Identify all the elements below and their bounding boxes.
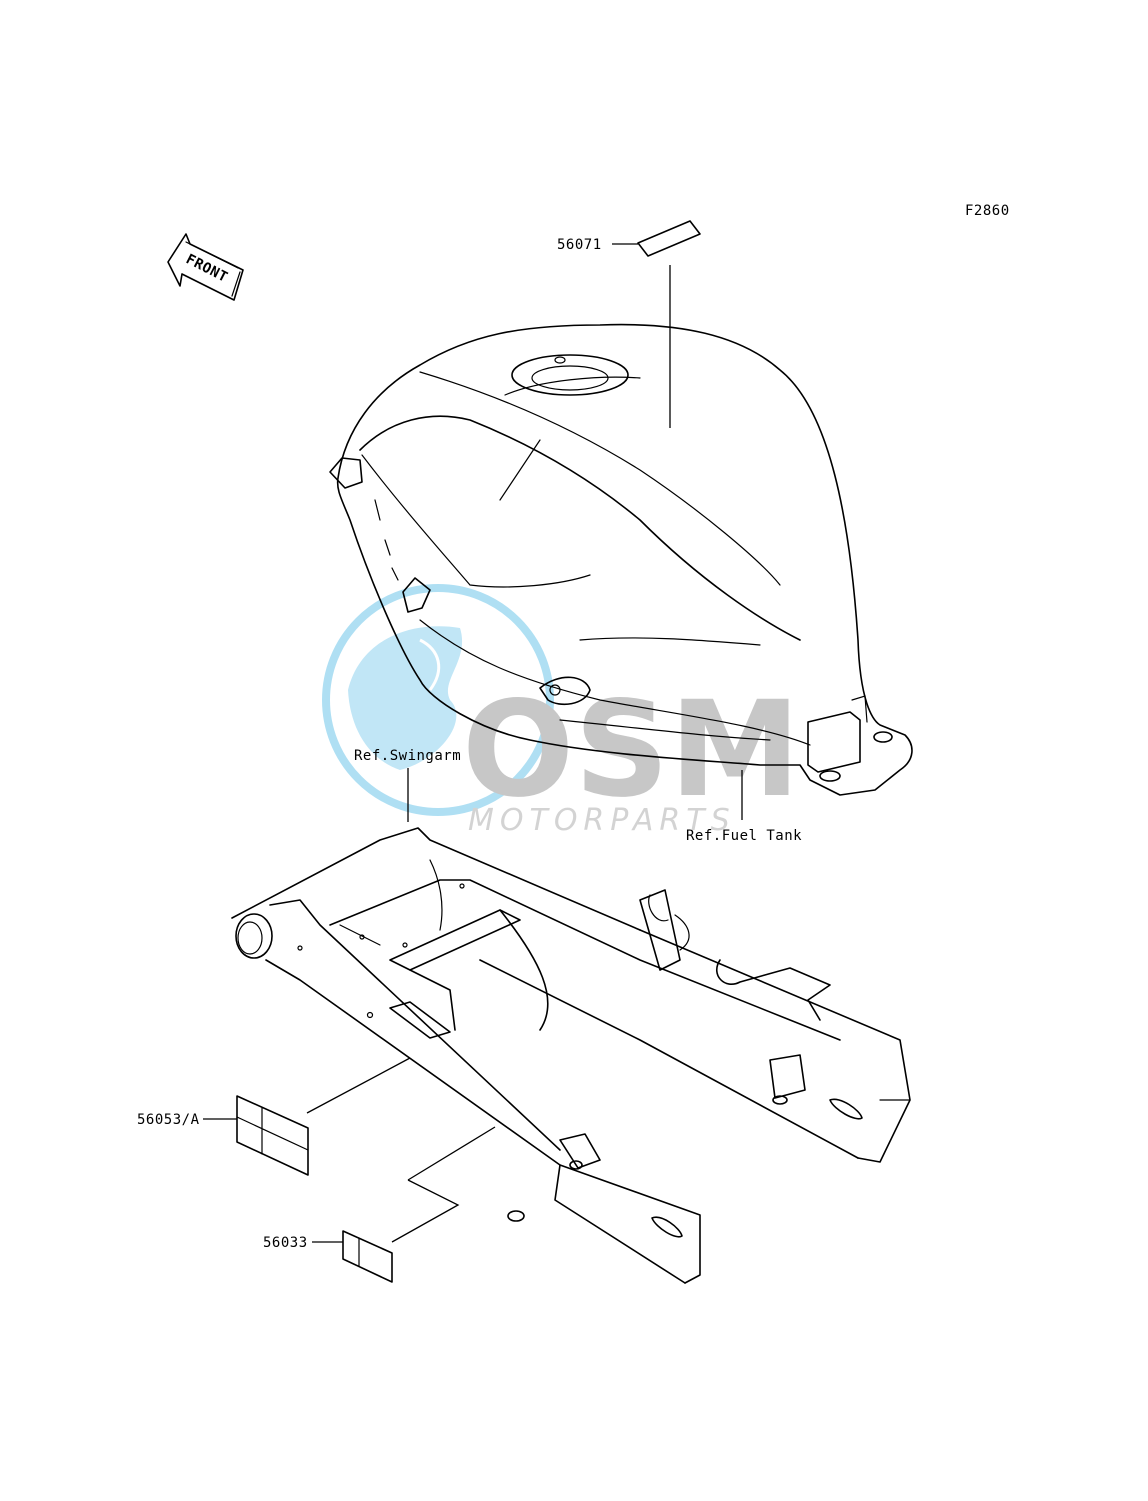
label-56071: 56071 <box>557 220 701 428</box>
globe-icon <box>322 584 554 816</box>
watermark: OSM MOTORPARTS <box>322 584 801 838</box>
ref-swingarm: Ref.Swingarm <box>354 748 461 764</box>
figure-code: F2860 <box>965 203 1010 219</box>
part-number-56053a: 56053/A <box>137 1112 200 1128</box>
front-arrow-label: FRONT <box>183 251 230 286</box>
swingarm <box>231 827 911 1284</box>
front-arrow-icon: FRONT <box>167 233 244 301</box>
watermark-subtitle: MOTORPARTS <box>468 803 736 838</box>
ref-fuel-tank: Ref.Fuel Tank <box>686 828 802 844</box>
label-56033: 56033 <box>263 1126 496 1283</box>
fuel-tank <box>329 323 913 796</box>
part-number-56033: 56033 <box>263 1235 308 1251</box>
label-56053a: 56053/A <box>137 1057 411 1176</box>
watermark-brand: OSM <box>462 673 801 827</box>
part-number-56071: 56071 <box>557 237 602 253</box>
